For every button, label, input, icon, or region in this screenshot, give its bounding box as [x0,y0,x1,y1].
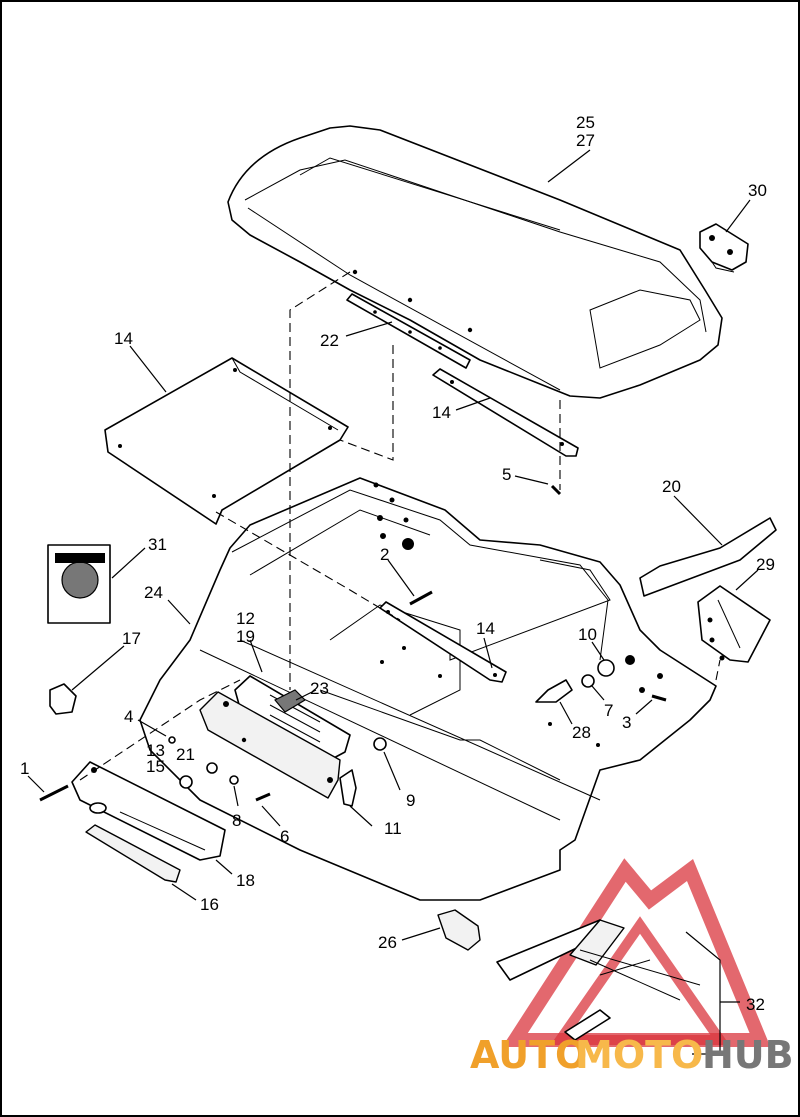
callout-15: 15 [146,757,165,776]
callout-5: 5 [502,465,511,484]
genuine-parts-kit [47,544,111,624]
assembly-lines [79,271,721,781]
callout-28: 28 [572,723,591,742]
tool-kit [496,919,701,1041]
mounting-bracket [697,585,771,663]
grommets [581,659,615,688]
lid-strap [432,368,579,457]
callout-14-cover: 14 [114,329,133,348]
callout-8: 8 [232,811,241,830]
trim-strip [639,517,777,597]
callout-6: 6 [280,827,289,846]
saddlebag-body [139,477,717,901]
callout-23: 23 [310,679,329,698]
callout-3: 3 [622,713,631,732]
callout-14-body: 14 [476,619,495,638]
lock-cylinder [49,683,77,715]
watermark-auto: AUTO [470,1033,587,1077]
watermark-logo [502,858,771,1047]
callout-7: 7 [604,701,613,720]
callout-21: 21 [176,745,195,764]
callout-29: 29 [756,555,775,574]
callout-25: 25 [576,113,595,132]
callout-labels: 25 27 30 14 22 14 5 20 31 2 29 24 12 19 … [20,113,775,1014]
lid-hinge-bracket [699,223,749,273]
inner-cover-plate [104,357,349,525]
callout-31: 31 [148,535,167,554]
callout-22: 22 [320,331,339,350]
callout-32: 32 [746,995,765,1014]
watermark-moto: MOTO [575,1033,703,1077]
callout-26: 26 [378,933,397,952]
callout-18: 18 [236,871,255,890]
callout-24: 24 [144,583,163,602]
callout-14-strap: 14 [432,403,451,422]
reflector [85,824,181,883]
leg-guard-cover [437,909,481,951]
watermark-hub: HUB [702,1033,794,1077]
latch-lever [339,769,357,807]
callout-20: 20 [662,477,681,496]
leader-lines [27,149,759,1055]
callout-9: 9 [406,791,415,810]
callout-1: 1 [20,759,29,778]
callout-16: 16 [200,895,219,914]
callout-2: 2 [380,545,389,564]
callout-17: 17 [122,629,141,648]
callout-4: 4 [124,707,133,726]
callout-27: 27 [576,131,595,150]
callout-11: 11 [384,819,402,838]
retaining-pin [535,679,573,703]
bag-handle [71,761,226,861]
callout-12: 12 [236,609,255,628]
callout-10: 10 [578,625,597,644]
watermark-text: AUTO MOTO HUB [470,1033,794,1077]
latch-hinge-assembly [199,675,351,799]
callout-13: 13 [146,741,165,760]
callout-19: 19 [236,627,255,646]
saddlebag-lid [227,125,723,399]
callout-30: 30 [748,181,767,200]
lid-retaining-strip [346,293,471,369]
fasteners [39,484,667,802]
